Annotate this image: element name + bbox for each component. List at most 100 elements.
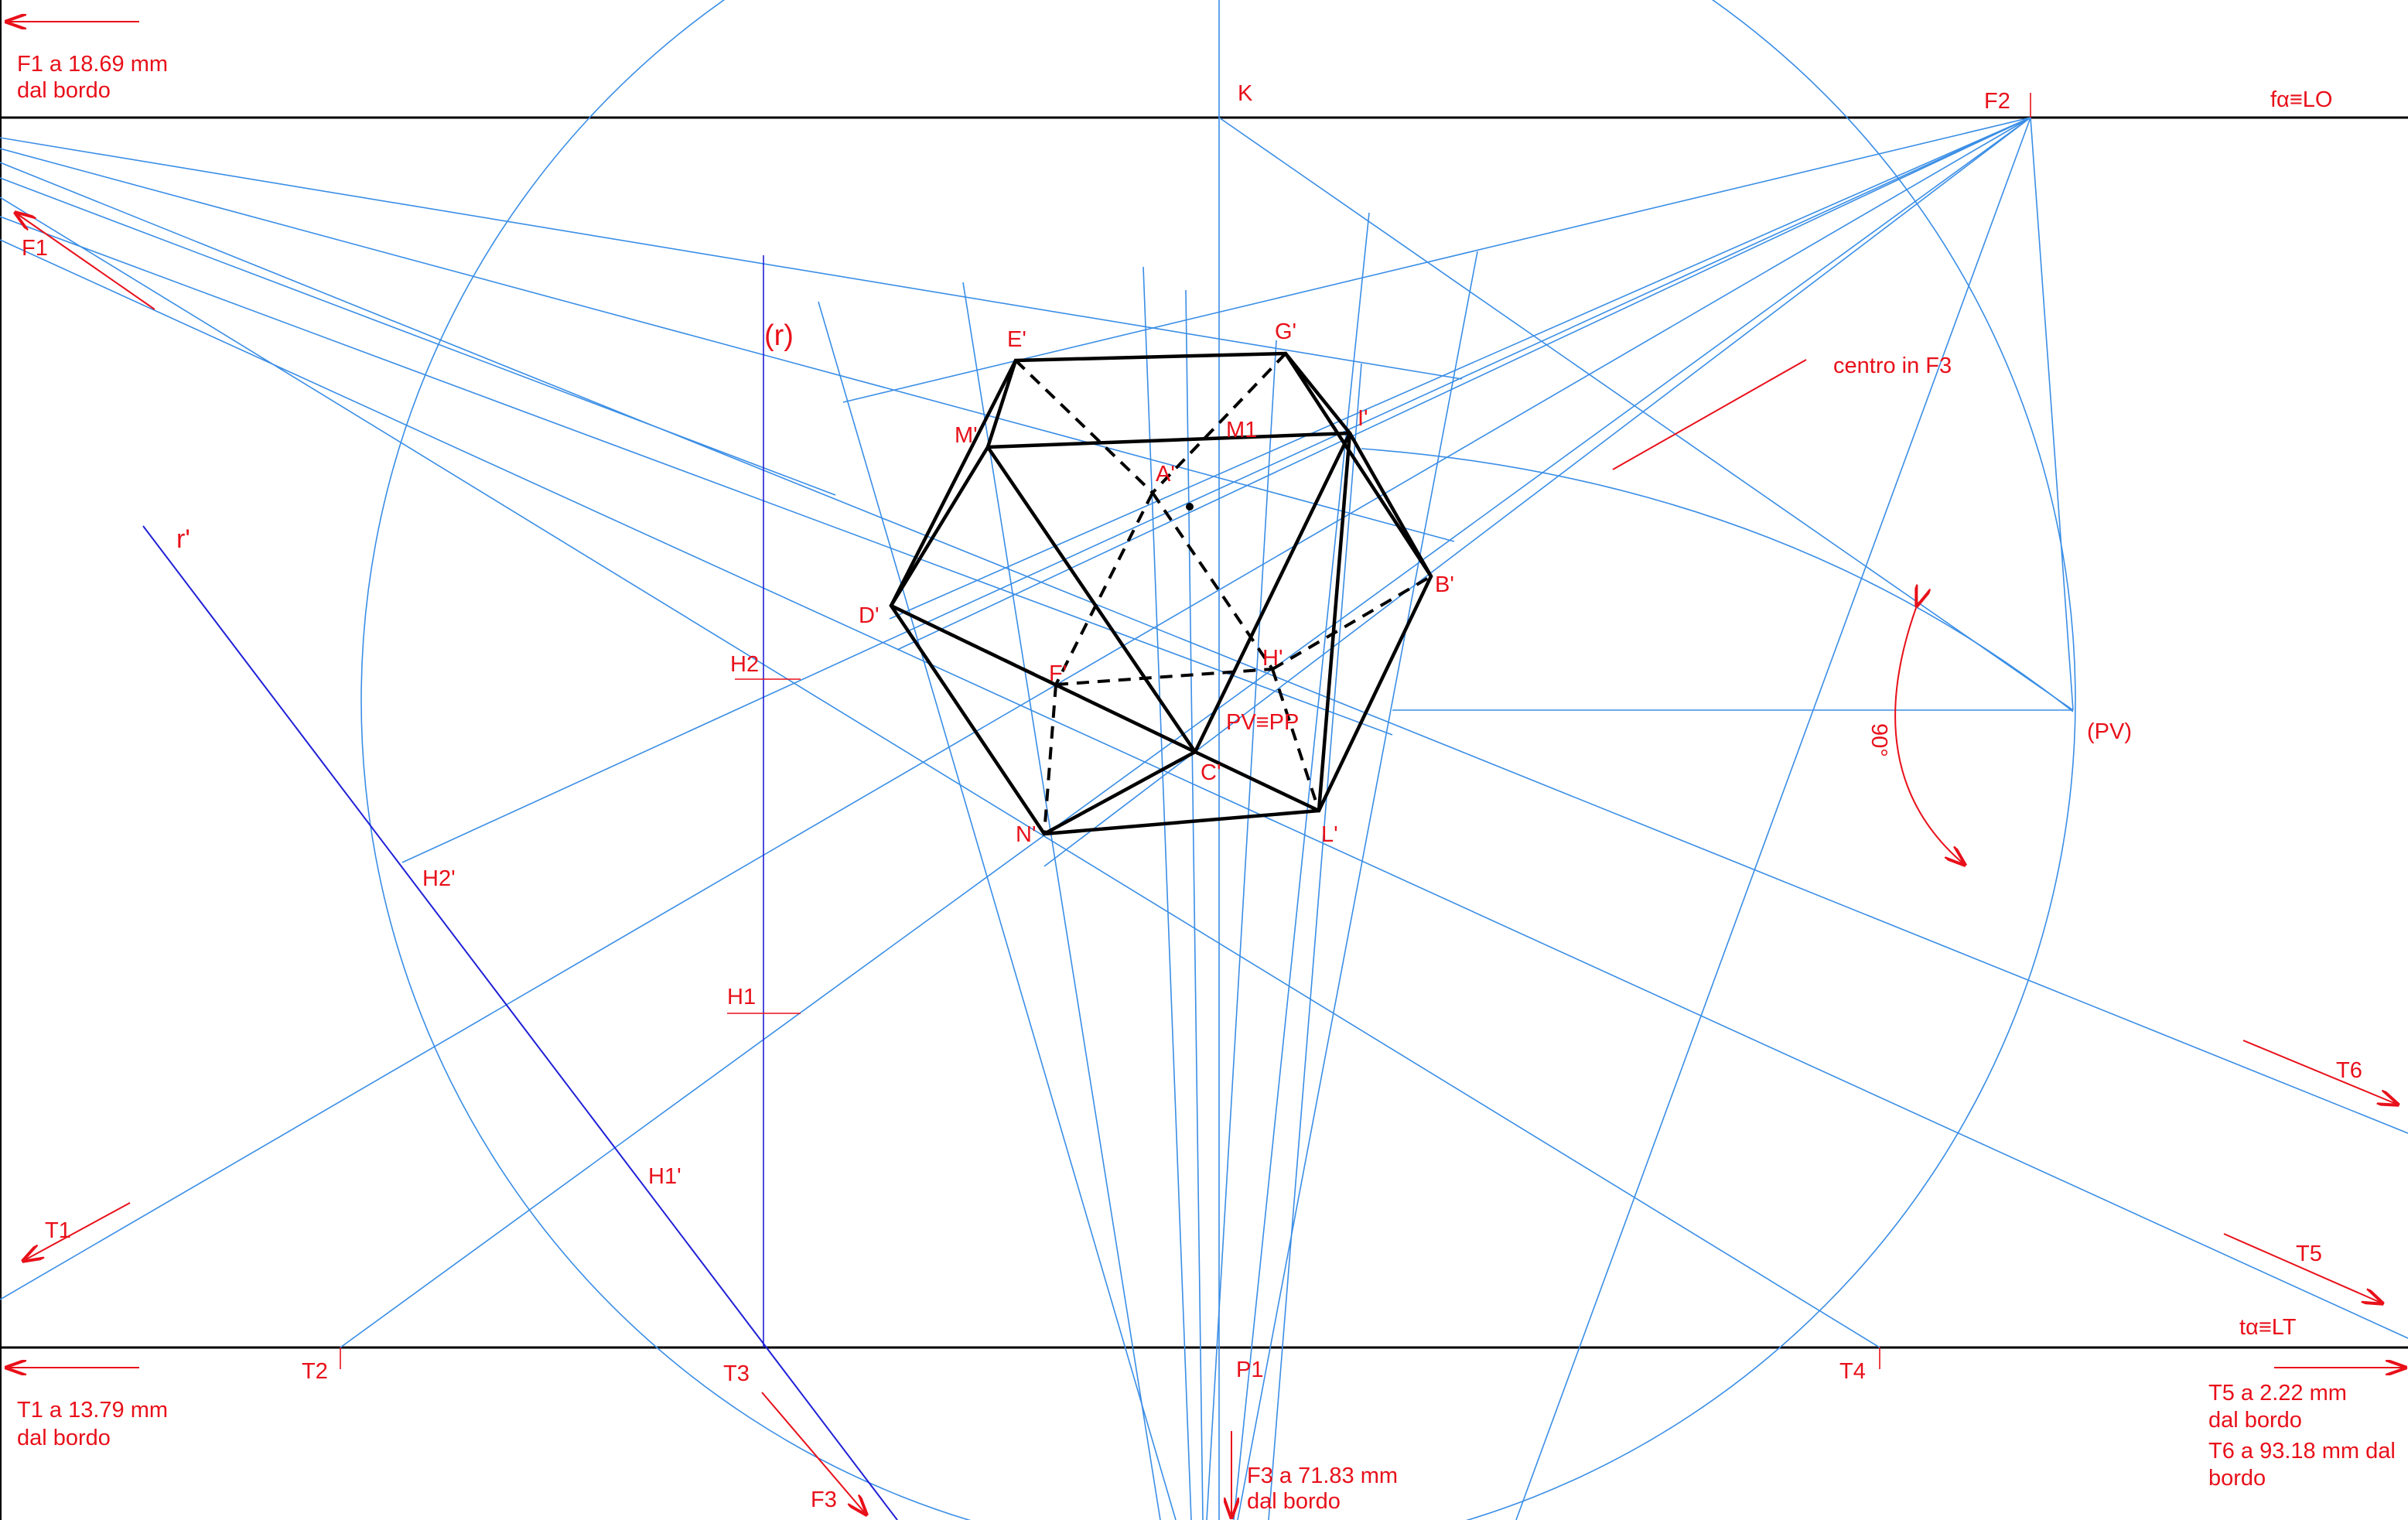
angle-arc xyxy=(1894,606,1965,865)
f2-ray-8 xyxy=(1515,117,2031,1520)
label-p1: P1 xyxy=(1236,1358,1263,1382)
f3-ray-6 xyxy=(1237,251,1478,1520)
centro-line xyxy=(1612,359,1807,470)
hidden-h-l xyxy=(1271,668,1320,811)
note-t6-line1: T6 a 93.18 mm dal xyxy=(2208,1439,2396,1464)
label-vertex-b: B' xyxy=(1435,572,1454,597)
note-t5-line1: T5 a 2.22 mm xyxy=(2208,1381,2347,1406)
f2-ray-5 xyxy=(0,117,2031,1300)
edge-i-g xyxy=(1283,351,1352,436)
label-vertex-e: E' xyxy=(1007,327,1026,352)
solid-hidden-edges xyxy=(890,352,1433,835)
label-k: K xyxy=(1238,81,1253,106)
f2-ray-3 xyxy=(897,117,2031,651)
label-t3: T3 xyxy=(723,1361,750,1386)
label-r-prime: r' xyxy=(176,524,190,554)
edge-c-n xyxy=(1042,750,1197,836)
label-vertex-a: A' xyxy=(1156,462,1175,487)
label-t5: T5 xyxy=(2296,1242,2322,1266)
labels: F1 a 18.69 mm dal bordo T1 a 13.79 mm da… xyxy=(17,52,2396,1514)
edge-m-i xyxy=(985,431,1352,449)
note-f3-line1: F3 a 71.83 mm xyxy=(1247,1464,1398,1488)
hidden-a-h xyxy=(1151,491,1274,671)
arrow-t3 xyxy=(761,1392,866,1515)
f3-ray-8 xyxy=(1268,363,1362,1520)
label-h1-prime: H1' xyxy=(648,1164,681,1189)
label-vertex-i: I' xyxy=(1358,406,1368,431)
label-angle: 90° xyxy=(1867,723,1891,757)
hidden-h-b xyxy=(1271,575,1433,671)
edge-e-m xyxy=(985,358,1018,449)
f2-ray-2 xyxy=(889,117,2031,620)
hidden-e-g xyxy=(1014,359,1154,494)
note-f3-line2: dal bordo xyxy=(1247,1489,1341,1514)
label-vertex-c: C' xyxy=(1201,760,1221,785)
label-pv-pp: PV≡PP xyxy=(1226,710,1299,735)
arrow-t6 xyxy=(2242,1040,2398,1105)
edge-i-c xyxy=(1193,431,1352,754)
hidden-g-a xyxy=(1151,352,1287,494)
f1-ray-4 xyxy=(0,177,836,496)
hidden-d-f xyxy=(890,604,1057,686)
label-f-alpha-lo: fα≡LO xyxy=(2270,87,2332,112)
label-t2: T2 xyxy=(302,1359,328,1384)
f3-ray-7 xyxy=(1206,340,1277,1520)
label-centro: centro in F3 xyxy=(1833,354,1952,378)
f3-ray-2 xyxy=(962,282,1161,1520)
line-r-prime xyxy=(142,525,898,1520)
hidden-g-h xyxy=(1284,352,1433,578)
label-h2-prime: H2' xyxy=(422,866,456,891)
f2-ray-6 xyxy=(340,117,2031,1348)
note-t1-line1: T1 a 13.79 mm xyxy=(17,1398,168,1423)
note-t1-line2: dal bordo xyxy=(17,1426,111,1450)
edge-i-l xyxy=(1317,431,1352,813)
note-f1-line1: F1 a 18.69 mm xyxy=(17,52,168,77)
k-pv-line xyxy=(1218,117,2074,711)
label-f2: F2 xyxy=(1984,89,2010,114)
edge-c-l xyxy=(1193,750,1321,813)
f2-ray-1 xyxy=(842,117,2031,403)
label-vertex-m1: M1 xyxy=(1226,418,1257,442)
label-vertex-d: D' xyxy=(859,603,879,628)
f3-ray-1 xyxy=(818,301,1177,1520)
f3-ray-5 xyxy=(1233,212,1370,1520)
hidden-f-h xyxy=(1055,668,1273,686)
f2-ray-9 xyxy=(2030,117,2074,711)
note-f1-line2: dal bordo xyxy=(17,78,111,103)
note-t6-line2: bordo xyxy=(2208,1466,2266,1491)
f3-ray-4 xyxy=(1185,289,1204,1520)
f1-ray-6 xyxy=(0,216,1393,736)
edge-m-c xyxy=(985,445,1197,754)
circle-large xyxy=(360,0,2076,1520)
hidden-a-f xyxy=(1054,492,1154,685)
label-vertex-g: G' xyxy=(1275,319,1296,344)
f1-ray-2 xyxy=(0,148,1455,542)
f1-ray-5 xyxy=(0,196,1880,1348)
hidden-f-n xyxy=(1043,684,1057,835)
label-vertex-n: N' xyxy=(1016,822,1036,847)
note-t5-line2: dal bordo xyxy=(2208,1408,2302,1433)
label-t1: T1 xyxy=(45,1218,71,1243)
label-t4: T4 xyxy=(1839,1359,1866,1384)
label-r: (r) xyxy=(764,319,794,352)
label-f1: F1 xyxy=(22,236,48,261)
vertex-dot-a xyxy=(1186,503,1194,511)
label-vertex-m: M' xyxy=(955,423,978,448)
f3-ray-3 xyxy=(1143,266,1192,1520)
f2-ray-7 xyxy=(1043,117,2031,867)
label-f3: F3 xyxy=(811,1488,837,1512)
label-vertex-l: L' xyxy=(1321,822,1338,847)
label-h1: H1 xyxy=(727,985,756,1009)
arrow-t1 xyxy=(23,1202,131,1261)
edge-m-d xyxy=(889,445,990,608)
label-vertex-f: F' xyxy=(1049,661,1067,686)
label-h2: H2 xyxy=(730,652,759,677)
f1-ray-7 xyxy=(0,239,2408,1339)
label-pv-main: (PV) xyxy=(2087,719,2132,744)
arrow-t5 xyxy=(2223,1233,2382,1303)
arrow-f1-dir xyxy=(15,213,155,310)
f1-ray-3 xyxy=(0,162,2408,1134)
